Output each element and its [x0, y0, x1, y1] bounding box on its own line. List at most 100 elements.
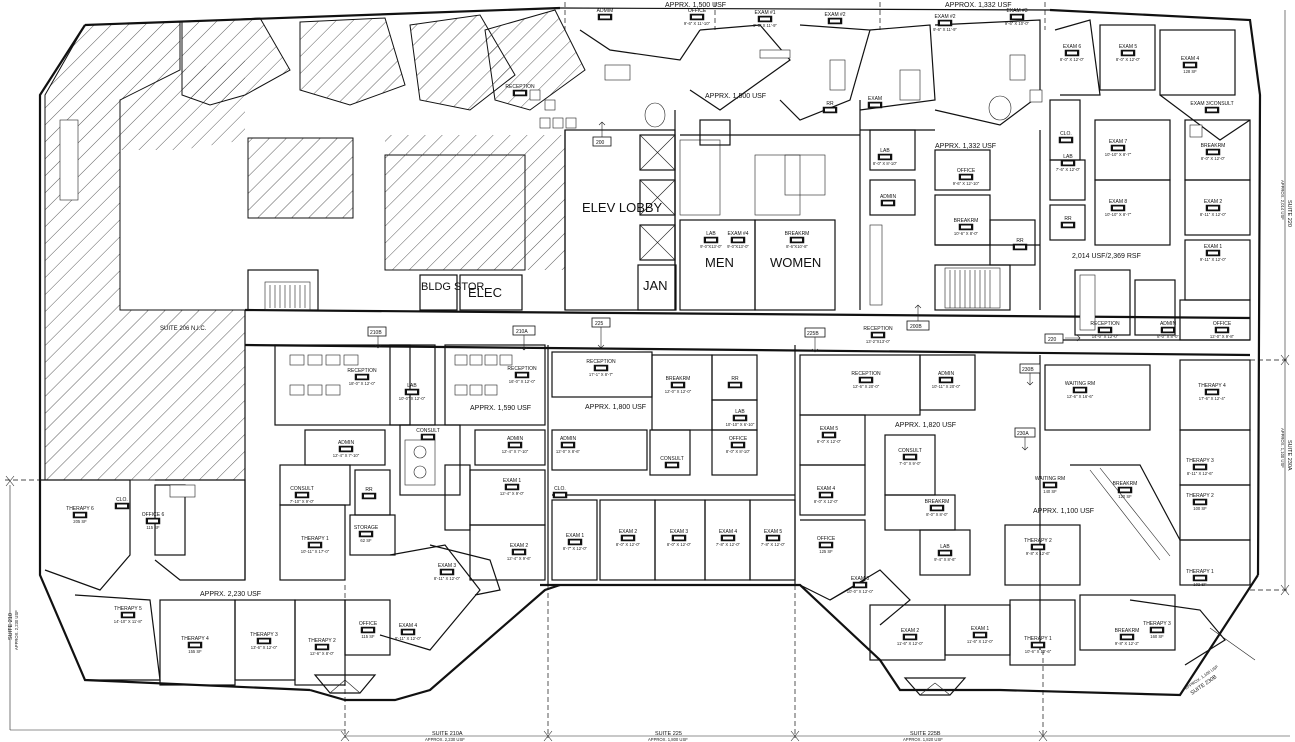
room-dimension: 7'-8" X 12'-0": [761, 542, 786, 547]
room-dimension: 8'-0" X 8'-0": [926, 512, 948, 517]
room-name: CLO.: [1060, 131, 1072, 137]
room-tag-inner: [364, 494, 374, 498]
room-tag-inner: [563, 443, 573, 447]
room-tag-inner: [363, 628, 373, 632]
area-1800: APPRX. 1,800 USF: [585, 404, 646, 411]
room-dimension: 8'-11" X 12'-0": [1200, 212, 1227, 217]
room-name: BREAKRM: [1115, 628, 1140, 634]
room-tag-inner: [883, 201, 893, 205]
room-dimension: 8'-6"X10'-8": [786, 244, 808, 249]
svg-text:225B: 225B: [807, 331, 819, 337]
room-tag-inner: [1208, 251, 1218, 255]
label-bldg-stor: BLDG STOR: [421, 281, 484, 293]
room-therapy2-210: THERAPY 212'-6" X 8'-0": [308, 638, 336, 656]
room-dimension: 16'-0" X 12'-0": [509, 379, 536, 384]
room-exam6: EXAM 68'-0" X 12'-0": [1060, 44, 1085, 62]
room-name: BREAKRM: [1113, 481, 1138, 487]
room-tag-inner: [297, 493, 307, 497]
room-name: RECEPTION: [586, 359, 616, 365]
room-dimension: 8'-0" X 8'-10": [726, 449, 751, 454]
room-dimension: 10'-11" X 20'-0": [932, 384, 961, 389]
room-tag-inner: [442, 570, 452, 574]
room-name: LAB: [940, 544, 950, 550]
room-dimension: 8'-0" X 12'-0": [1116, 57, 1141, 62]
room-tag-inner: [1015, 245, 1025, 249]
room-tag-inner: [941, 378, 951, 382]
room-tag-inner: [873, 333, 883, 337]
room-name: EXAM 3/CONSULT: [1190, 101, 1233, 107]
room-name: EXAM 2: [1204, 199, 1223, 205]
room-dimension: 17'-6" X 12'-4": [1199, 396, 1226, 401]
room-rr-210: RR: [361, 487, 377, 500]
room-tag-inner: [768, 536, 778, 540]
room-name: OFFICE: [729, 436, 748, 442]
room-tag-inner: [407, 390, 417, 394]
room-dimension: 8'-7" X 12'-0": [563, 546, 588, 551]
room-dimension: 10'-10" X 6'-10": [726, 422, 755, 427]
svg-text:230A: 230A: [1017, 431, 1029, 437]
room-name: THERAPY 3: [1143, 621, 1171, 627]
room-name: EXAM #4: [727, 231, 748, 237]
entrance-canopies: [313, 674, 967, 696]
room-name: THERAPY 6: [66, 506, 94, 512]
room-dimension: 9'-6" X 11'-9": [753, 23, 777, 28]
room-name: EXAM 6: [1063, 44, 1082, 50]
label-women: WOMEN: [770, 255, 821, 270]
room-dimension: 10'-11" X 17'-0": [301, 549, 330, 554]
door-tag-210b: 210B: [367, 326, 387, 337]
svg-text:220: 220: [1048, 337, 1057, 343]
room-tag-inner: [706, 238, 716, 242]
room-tag-inner: [357, 375, 367, 379]
room-tag-inner: [1033, 545, 1043, 549]
room-name: EXAM 5: [1119, 44, 1138, 50]
room-tag-inner: [317, 645, 327, 649]
door-tag-225: 225: [591, 317, 611, 328]
room-name: THERAPY 3: [1186, 458, 1214, 464]
room-tag-inner: [75, 513, 85, 517]
room-dimension: 10'-6" X 8'-0": [954, 231, 979, 236]
room-dimension: 8'-0" X 12'-0": [817, 439, 842, 444]
room-office-225: OFFICE 8'-0" X 8'-10": [726, 436, 751, 454]
room-tag-inner: [623, 536, 633, 540]
room-tag-inner: [825, 108, 835, 112]
area-2230: APPRX. 2,230 USF: [200, 591, 261, 598]
room-dimension: 62 SF: [360, 538, 372, 543]
room-exam1-225b: EXAM 111'-6" X 12'-0": [967, 626, 994, 644]
room-tag-inner: [1207, 390, 1217, 394]
room-tag-inner: [692, 15, 702, 19]
room-exam5-225: EXAM 57'-8" X 12'-0": [761, 529, 786, 547]
room-name: RR: [365, 487, 373, 493]
room-name: BREAKRM: [925, 499, 950, 505]
room-tag-inner: [1208, 206, 1218, 210]
room-therapy5: THERAPY 514'-10" X 11'-8": [114, 606, 143, 624]
room-name: THERAPY 1: [1186, 569, 1214, 575]
interior-walls-suite-220: [1049, 19, 1251, 341]
room-dimension: 10'-10" X 8'-7": [1105, 212, 1132, 217]
room-dimension: 12'-4" X 7'-10": [502, 449, 529, 454]
room-tag-inner: [507, 485, 517, 489]
door-tag-230b: 230B: [1019, 363, 1041, 374]
room-name: EXAM 5: [820, 426, 839, 432]
room-name: RR: [1016, 238, 1024, 244]
room-name: RECEPTION: [347, 368, 377, 374]
suite-220-label: SUITE 220: [1286, 200, 1292, 227]
room-tag-inner: [733, 238, 743, 242]
room-tag-inner: [932, 506, 942, 510]
label-men: MEN: [705, 255, 734, 270]
room-rr-225: RR: [727, 376, 743, 389]
room-name: EXAM 3: [670, 529, 689, 535]
interior-walls-suite-225: [551, 351, 796, 581]
room-exam2-225b: EXAM 211'-6" X 12'-0": [897, 628, 924, 646]
room-tag-inner: [824, 433, 834, 437]
room-exam1-210a: EXAM 112'-4" X 9'-0": [500, 478, 525, 496]
room-name: THERAPY 5: [114, 606, 142, 612]
room-name: RR: [1064, 216, 1072, 222]
room-tag-inner: [730, 383, 740, 387]
